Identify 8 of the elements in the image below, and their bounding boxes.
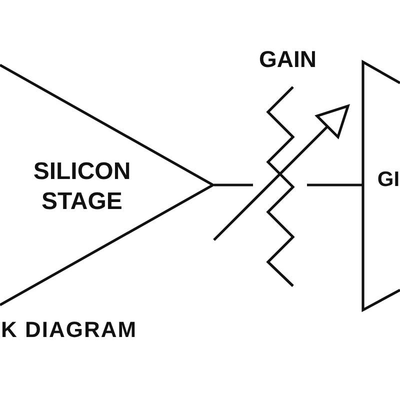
wire — [214, 184, 253, 186]
amplifier-symbol — [362, 60, 400, 312]
stage-label: GI — [377, 168, 400, 192]
amplifier-symbol — [0, 63, 214, 308]
diagram-caption: K DIAGRAM — [1, 317, 138, 343]
stage-label: SILICON STAGE — [32, 157, 132, 217]
component-label: GAIN — [259, 46, 316, 72]
wire — [307, 184, 362, 186]
